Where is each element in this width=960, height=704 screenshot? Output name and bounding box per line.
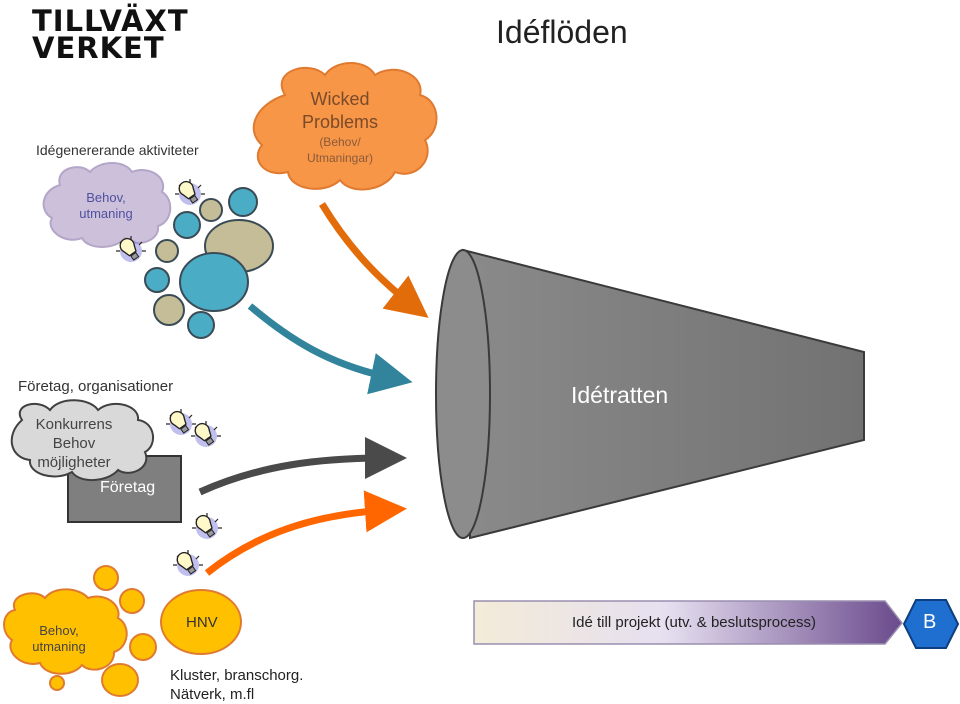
konkurrens-text: Konkurrens Behov möjligheter bbox=[14, 415, 134, 472]
b-badge-label: B bbox=[923, 611, 937, 633]
kluster-label: Kluster, branschorg. Nätverk, m.fl bbox=[170, 667, 304, 703]
idetratten-label: Idétratten bbox=[571, 382, 669, 408]
process-bar-label: Idé till projekt (utv. & beslutsprocess) bbox=[572, 614, 816, 631]
behov-cloud-top bbox=[42, 162, 172, 248]
logo-line1: TILLVÄXT bbox=[32, 4, 189, 38]
dark-arrow bbox=[198, 437, 407, 496]
logo-line2: VERKET bbox=[32, 31, 165, 65]
lightbulb-icon bbox=[172, 549, 204, 577]
idea-bubbles bbox=[144, 187, 274, 339]
behov-top-line1: Behov, bbox=[86, 190, 126, 205]
wicked-problems-text: Wicked Problems (Behov/ Utmaningar) bbox=[270, 88, 410, 166]
konkurrens-line2: Behov bbox=[52, 435, 96, 452]
process-bar bbox=[473, 600, 903, 645]
wicked-problems-cloud bbox=[252, 62, 438, 191]
konkurrens-cloud bbox=[10, 399, 154, 481]
behov-bottom-line1: Behov, bbox=[39, 623, 79, 638]
bright-orange-arrow bbox=[204, 490, 407, 576]
behov-top-line2: utmaning bbox=[79, 206, 133, 221]
behov-bottom-text: Behov, utmaning bbox=[14, 623, 104, 655]
wicked-line1: Wicked bbox=[310, 89, 370, 109]
orange-arrow bbox=[319, 202, 429, 318]
lightbulb-icon bbox=[174, 178, 206, 206]
idetratten-funnel bbox=[435, 248, 865, 540]
foretag-organisationer-label: Företag, organisationer bbox=[18, 378, 174, 395]
konkurrens-line1: Konkurrens bbox=[35, 416, 113, 433]
wicked-line3: (Behov/ bbox=[319, 135, 361, 149]
kluster-bubbles bbox=[3, 565, 242, 697]
lightbulb-icon bbox=[191, 512, 223, 540]
foretag-box-label: Företag bbox=[100, 479, 156, 496]
hnv-label: HNV bbox=[186, 614, 218, 631]
lightbulb-icon bbox=[165, 408, 197, 436]
behov-top-text: Behov, utmaning bbox=[52, 190, 160, 222]
lightbulb-icon bbox=[190, 420, 222, 448]
teal-arrow bbox=[247, 303, 413, 395]
wicked-line4: Utmaningar) bbox=[306, 151, 374, 165]
behov-bottom-line2: utmaning bbox=[32, 639, 86, 654]
page-title: Idéflöden bbox=[496, 14, 628, 50]
wicked-line2: Problems bbox=[301, 112, 379, 132]
konkurrens-line3: möjligheter bbox=[37, 454, 111, 471]
b-badge bbox=[902, 599, 960, 649]
idegenererande-label: Idégenererande aktiviteter bbox=[36, 142, 199, 158]
